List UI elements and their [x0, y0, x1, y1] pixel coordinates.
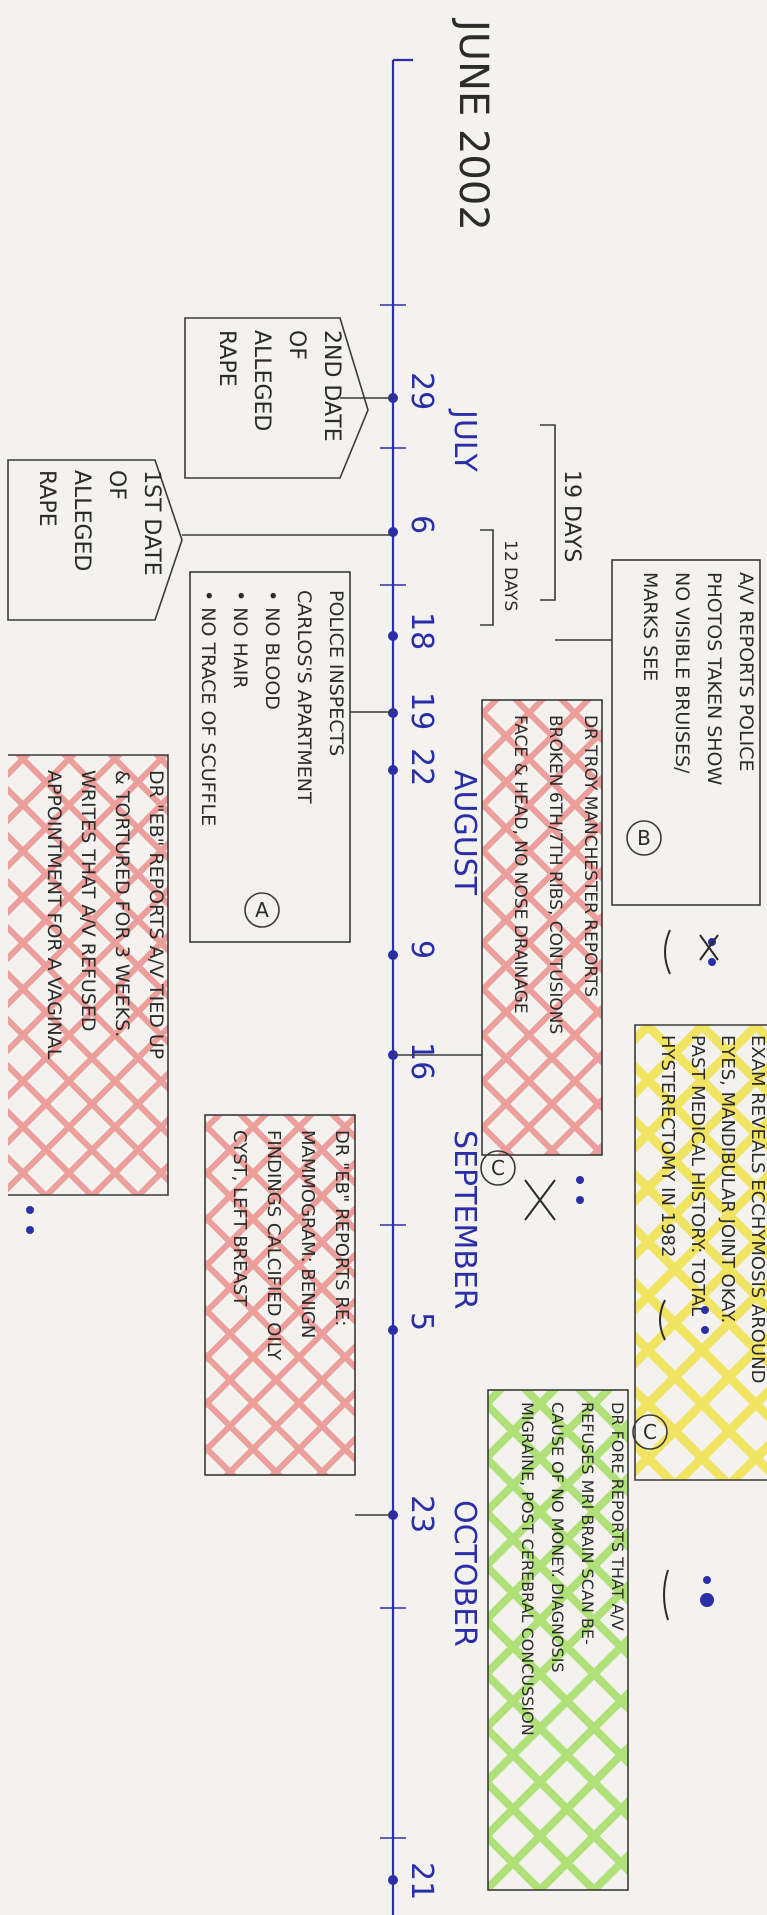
note-line: OF	[284, 330, 309, 360]
start-label: JUNE 2002	[450, 17, 496, 231]
note-line: • NO HAIR	[229, 590, 251, 689]
date-label: 5	[404, 1312, 439, 1331]
note-police-inspection: POLICE INSPECTS CARLOS'S APARTMENT • NO …	[190, 572, 393, 942]
note-line: MIGRAINE, POST CEREBRAL CONCUSSION	[518, 1402, 537, 1736]
interval-bracket-12	[480, 530, 493, 625]
note-line: HYSTERECTOMY IN 1982	[657, 1035, 678, 1258]
note-line: EYES, MANDIBULAR JOINT OKAY.	[717, 1035, 738, 1323]
note-line: POLICE INSPECTS	[325, 590, 347, 756]
dots-icon	[576, 1176, 584, 1204]
note-line: DR FORE REPORTS THAT A/V	[608, 1402, 627, 1631]
note-line: FACE & HEAD, NO NOSE DRAINAGE	[510, 715, 530, 1014]
month-label: OCTOBER	[447, 1500, 482, 1647]
marker-label: C	[491, 1156, 505, 1180]
note-line: BROKEN 6TH/7TH RIBS, CONTUSIONS	[545, 715, 565, 1034]
note-line: RAPE	[34, 470, 59, 527]
date-label: 21	[404, 1862, 439, 1900]
note-line: EXAM REVEALS ECCHYMOSIS AROUND	[747, 1035, 767, 1383]
note-line: APPOINTMENT FOR A VAGINAL	[43, 770, 65, 1060]
date-label: 22	[404, 748, 439, 786]
note-line: PHOTOS TAKEN SHOW	[703, 572, 725, 786]
date-label: 23	[404, 1495, 439, 1533]
note-line: DR TROY MANCHESTER REPORTS	[580, 715, 600, 997]
note-line: 2ND DATE	[319, 330, 344, 442]
note-line: REFUSES MRI BRAIN SCAN BE-	[578, 1402, 597, 1645]
note-line: PAST MEDICAL HISTORY: TOTAL	[687, 1035, 708, 1316]
month-label: JULY	[447, 408, 482, 473]
month-labels: JULY AUGUST SEPTEMBER OCTOBER	[447, 408, 482, 1647]
month-label: AUGUST	[447, 770, 482, 896]
note-line: CAUSE OF NO MONEY. DIAGNOSIS	[548, 1402, 567, 1673]
marker-label: B	[637, 826, 651, 850]
note-line: RAPE	[214, 330, 239, 387]
note-line: CARLOS'S APARTMENT	[293, 590, 315, 804]
interval-label: 19 DAYS	[559, 470, 584, 562]
note-dr-eb-tied-up: DR "EB" REPORTS A/V TIED UP & TORTURED F…	[8, 755, 168, 1234]
note-line: & TORTURED FOR 3 WEEKS.	[111, 770, 133, 1037]
note-line: • NO TRACE OF SCUFFLE	[197, 590, 219, 826]
note-line: 1ST DATE	[139, 470, 164, 576]
note-second-date: 2ND DATE OF ALLEGED RAPE	[185, 318, 393, 478]
month-label: SEPTEMBER	[447, 1130, 482, 1310]
cross-icon	[525, 1180, 555, 1220]
interval-bracket-19	[540, 425, 555, 600]
interval-label: 12 DAYS	[500, 540, 520, 611]
note-line: OF	[104, 470, 129, 500]
date-label: 6	[404, 515, 439, 534]
date-label: 19	[404, 692, 439, 730]
note-line: NO VISIBLE BRUISES/	[671, 572, 693, 774]
note-line: DR "EB" REPORTS RE:	[331, 1130, 352, 1326]
note-line: DR "EB" REPORTS A/V TIED UP	[145, 770, 167, 1059]
note-line: FINDINGS CALCIFIED OILY	[263, 1130, 284, 1361]
note-exam-reveals: EXAM REVEALS ECCHYMOSIS AROUND EYES, MAN…	[633, 1025, 767, 1480]
note-line: MARKS SEE	[639, 572, 661, 681]
note-line: ALLEGED	[249, 330, 274, 431]
cross-icon	[700, 935, 718, 960]
note-line: CYST, LEFT BREAST	[229, 1130, 250, 1307]
smiley-icon	[664, 1570, 714, 1620]
note-line: • NO BLOOD	[261, 590, 283, 710]
date-label: 9	[404, 940, 439, 959]
smiley-icon	[665, 930, 716, 974]
marker-label: C	[643, 1420, 657, 1444]
note-line: A/V REPORTS POLICE	[735, 572, 757, 771]
note-dr-eb-mammogram: DR "EB" REPORTS RE: MAMMOGRAM: BENIGN FI…	[205, 1115, 393, 1515]
marker-label: A	[255, 898, 269, 922]
note-line: ALLEGED	[69, 470, 94, 571]
note-line: WRITES THAT A/V REFUSED	[77, 770, 99, 1032]
note-line: MAMMOGRAM: BENIGN	[297, 1130, 318, 1338]
dots-icon	[26, 1206, 34, 1234]
date-labels: 29 6 18 19 22 9 16 5 23 21	[404, 372, 439, 1900]
date-label: 29	[404, 372, 439, 410]
date-label: 18	[404, 612, 439, 650]
date-label: 16	[404, 1042, 439, 1080]
